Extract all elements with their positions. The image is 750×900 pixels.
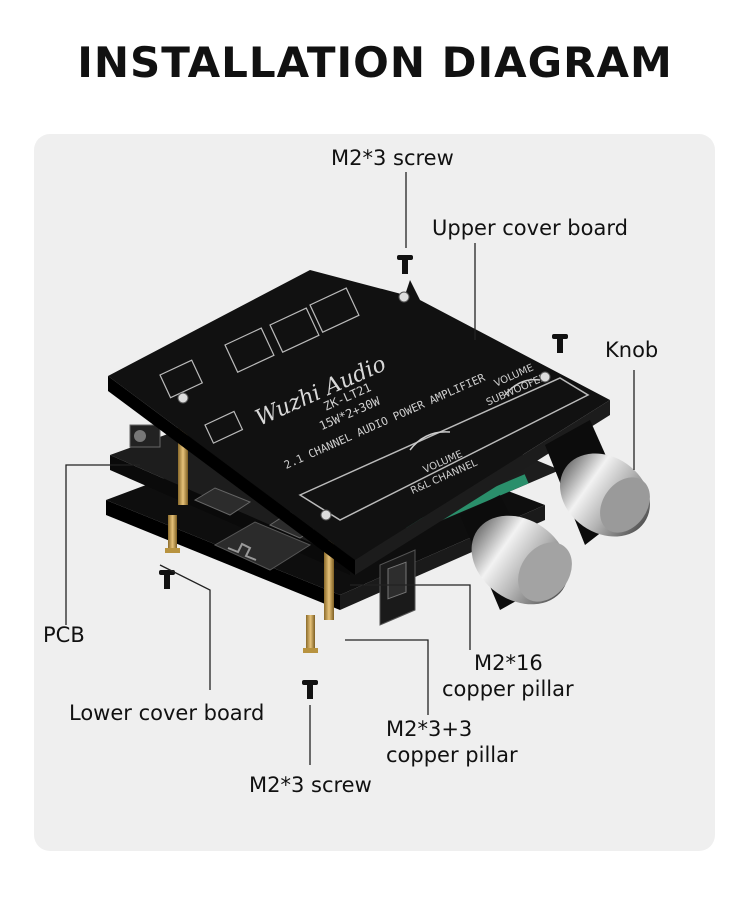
screw-bottom (302, 680, 318, 699)
label-upper-cover-board: Upper cover board (432, 216, 628, 240)
page-title: INSTALLATION DIAGRAM (77, 38, 673, 87)
copper-pillar (324, 540, 334, 620)
label-m2-3-3: M2*3+3 (386, 717, 473, 741)
copper-pillar (168, 515, 177, 550)
label-knob: Knob (605, 338, 659, 362)
bluetooth-module (213, 521, 312, 571)
upper-cover-board (108, 270, 610, 560)
label-m2-3-3-copper-pillar: copper pillar (386, 743, 518, 767)
screw-bottom-left (159, 570, 175, 589)
label-lower-cover-board: Lower cover board (69, 701, 265, 725)
screw-right (552, 334, 568, 353)
label-pcb: PCB (43, 623, 85, 647)
knob-lr-channel (460, 495, 572, 610)
knob-subwoofer (545, 420, 650, 545)
label-m2-16-copper-pillar: copper pillar (442, 677, 574, 701)
copper-pillar (178, 410, 188, 505)
label-m2-16: M2*16 (474, 651, 543, 675)
copper-pillar (306, 615, 315, 650)
label-bottom-screw: M2*3 screw (249, 773, 372, 797)
leader-lines (65, 172, 635, 765)
label-top-screw: M2*3 screw (331, 146, 454, 170)
screw-top (397, 255, 413, 274)
